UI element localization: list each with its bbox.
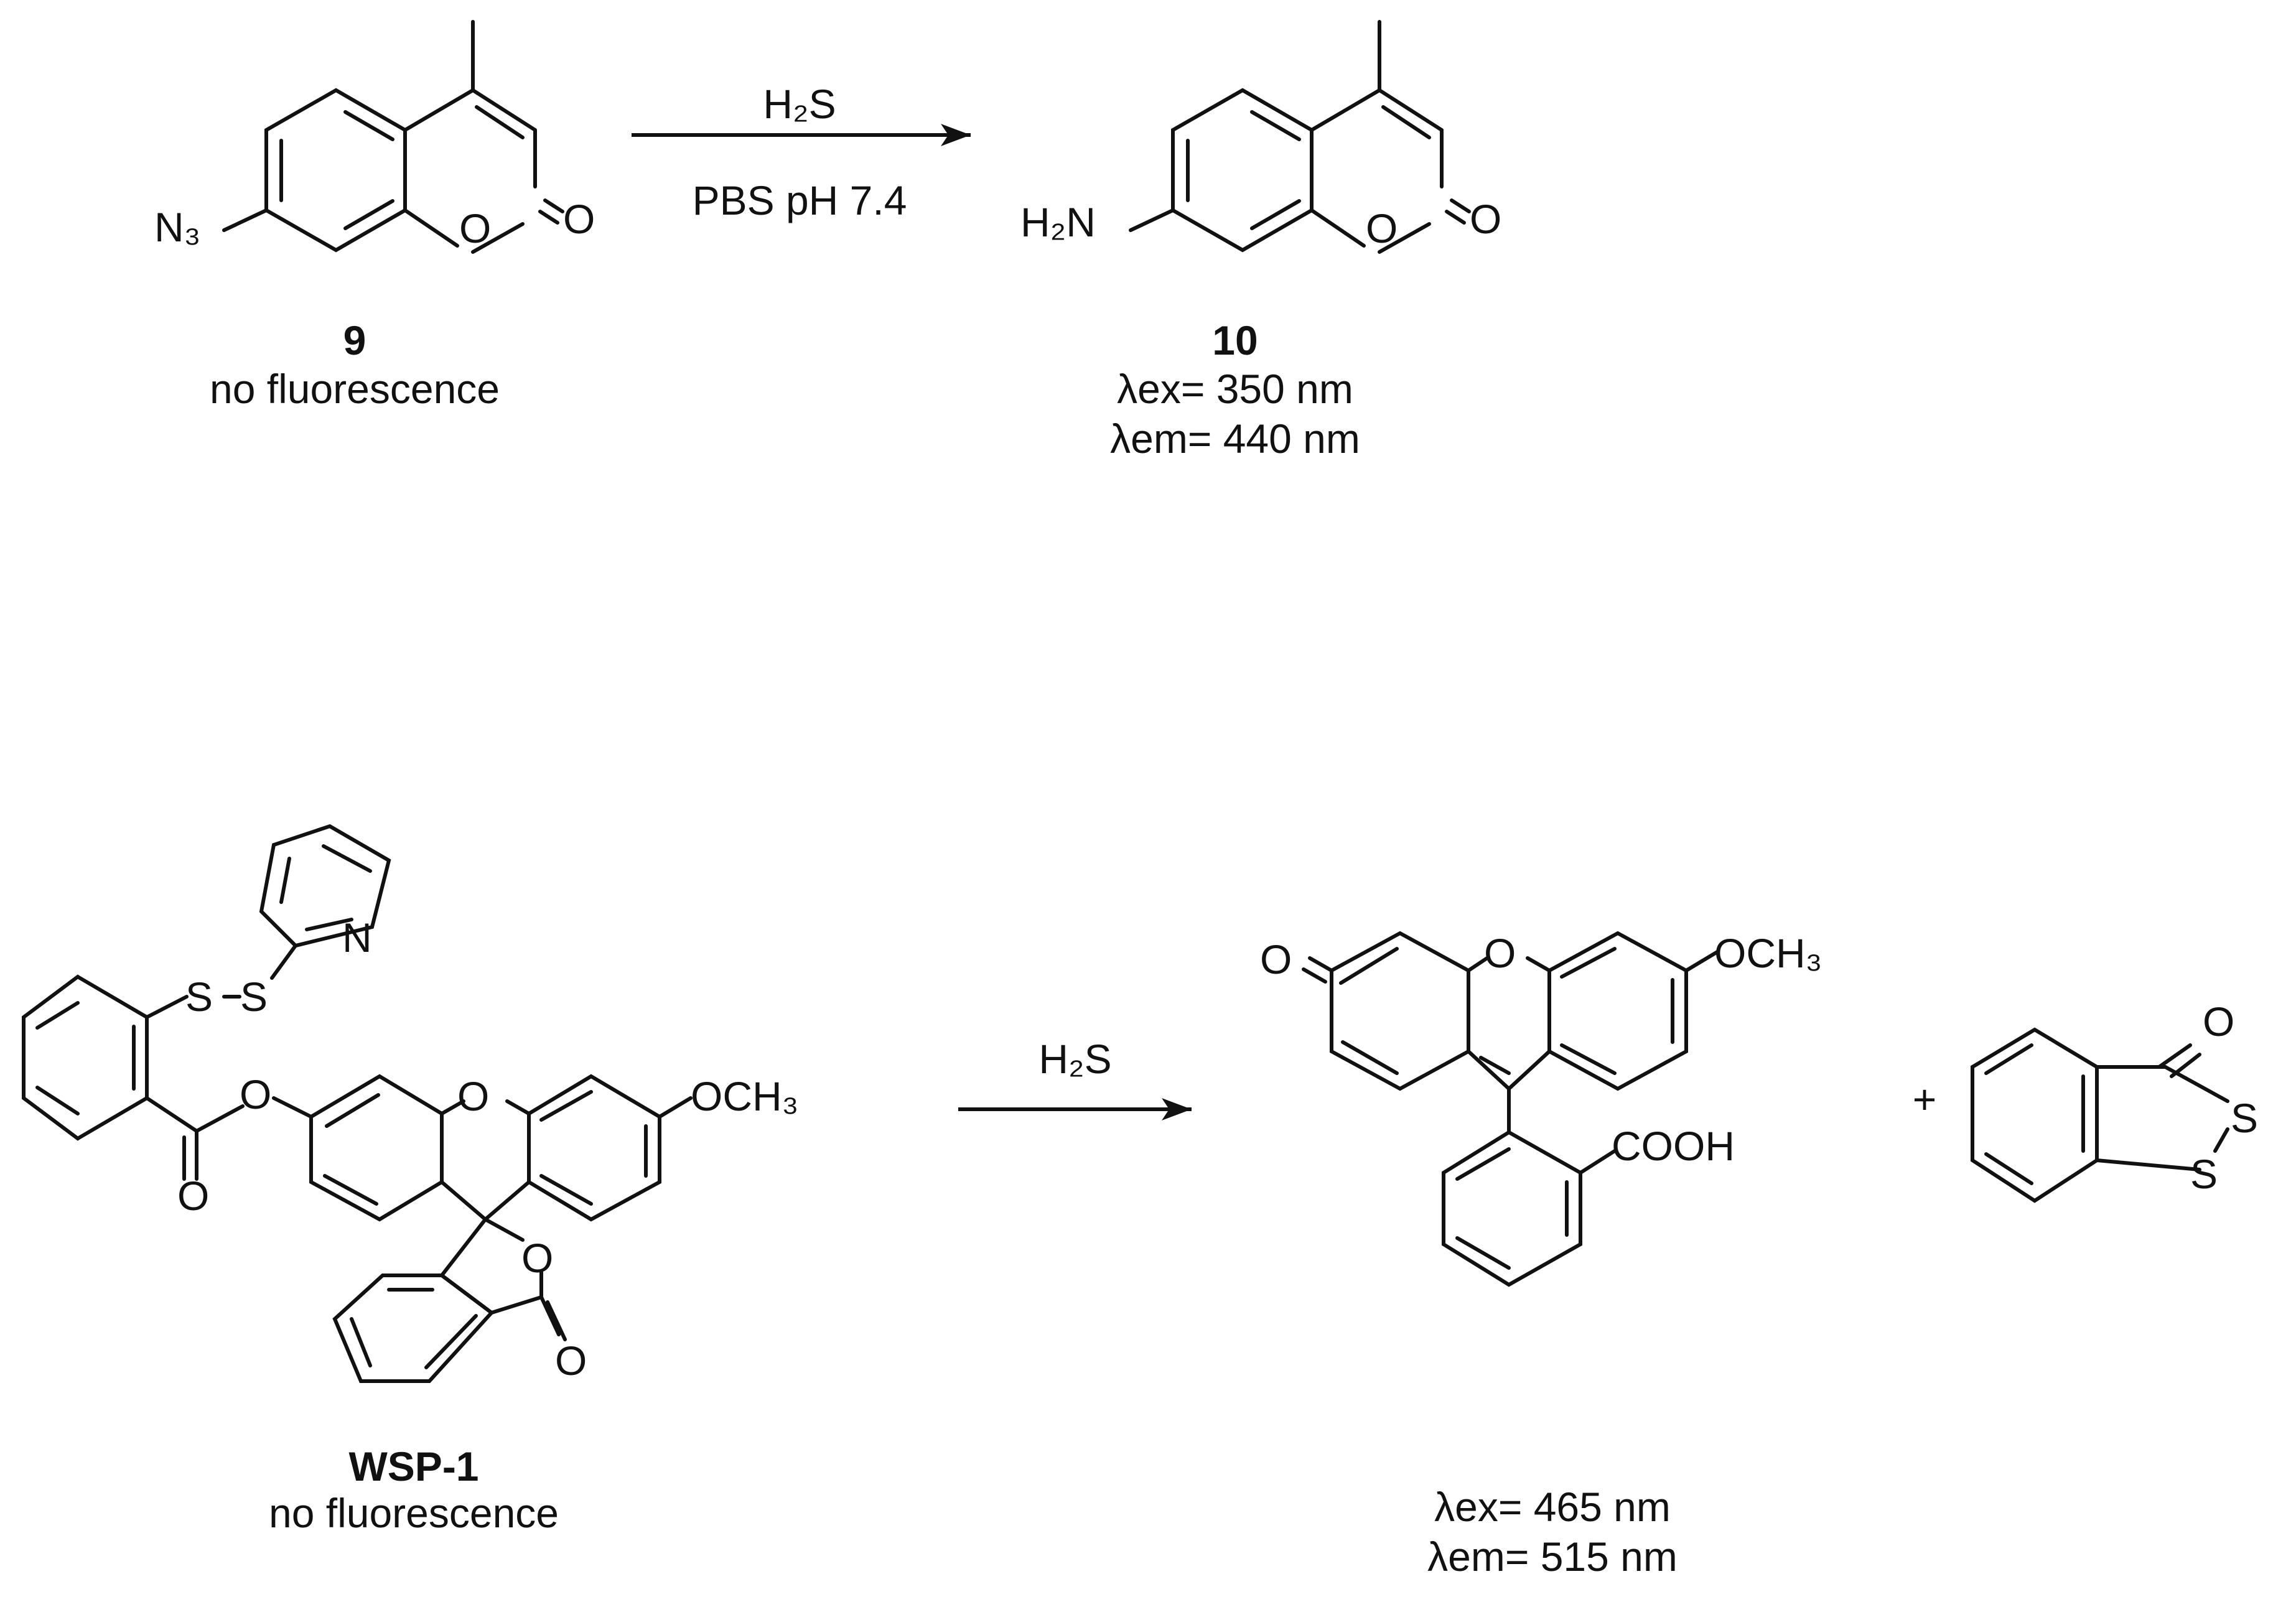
wsp1-xanthene-oxygen: O — [457, 1073, 489, 1119]
arrow-2-reagent: H₂S — [1038, 1036, 1111, 1082]
product-methoxy-group: OCH₃ — [1714, 930, 1822, 976]
byproduct-sulfur-1: S — [2231, 1095, 2258, 1141]
wsp1-ester-carbonyl-oxygen: O — [177, 1173, 209, 1219]
compound-10-amine-label: H₂N — [1020, 199, 1096, 245]
fluorescein-product-structure — [1302, 931, 1719, 1287]
compound-10-ring-oxygen: O — [1366, 205, 1398, 251]
compound-10-structure — [1129, 20, 1471, 254]
product-excitation: λex= 465 nm — [1434, 1484, 1671, 1530]
wsp1-structure — [22, 824, 693, 1383]
compound-9-note: no fluorescence — [210, 366, 500, 412]
wsp1-number: WSP-1 — [348, 1443, 478, 1489]
arrow-1-reagent: H₂S — [763, 81, 836, 127]
byproduct-carbonyl-oxygen: O — [2203, 999, 2234, 1045]
wsp1-lactone-oxygen: O — [521, 1235, 553, 1281]
wsp1-note: no fluorescence — [269, 1490, 559, 1536]
compound-10-emission: λem= 440 nm — [1110, 416, 1360, 462]
byproduct-sulfur-2: S — [2190, 1151, 2218, 1197]
arrow-1-condition: PBS pH 7.4 — [693, 177, 907, 223]
wsp1-sulfur-2: S — [240, 974, 268, 1020]
product-xanthene-oxygen: O — [1484, 930, 1516, 976]
compound-9-azide-label: N₃ — [154, 204, 201, 250]
byproduct-structure — [1971, 1027, 2229, 1203]
compound-9-structure — [222, 20, 564, 254]
plus-sign: + — [1913, 1076, 1937, 1122]
product-carboxylic-acid: COOH — [1612, 1123, 1735, 1169]
wsp1-methoxy-group: OCH₃ — [691, 1073, 799, 1119]
product-emission: λem= 515 nm — [1427, 1534, 1678, 1580]
compound-10-number: 10 — [1212, 317, 1258, 363]
compound-10-carbonyl-oxygen: O — [1470, 196, 1501, 242]
wsp1-ester-oxygen: O — [240, 1071, 271, 1117]
wsp1-pyridine-nitrogen: N — [342, 915, 372, 961]
wsp1-lactone-carbonyl-oxygen: O — [555, 1338, 587, 1384]
compound-9-number: 9 — [343, 317, 366, 363]
compound-9-ring-oxygen: O — [459, 205, 491, 251]
compound-9-carbonyl-oxygen: O — [563, 196, 595, 242]
wsp1-sulfur-1: S — [185, 974, 213, 1020]
compound-10-excitation: λex= 350 nm — [1117, 366, 1353, 412]
product-keto-oxygen: O — [1260, 936, 1292, 982]
